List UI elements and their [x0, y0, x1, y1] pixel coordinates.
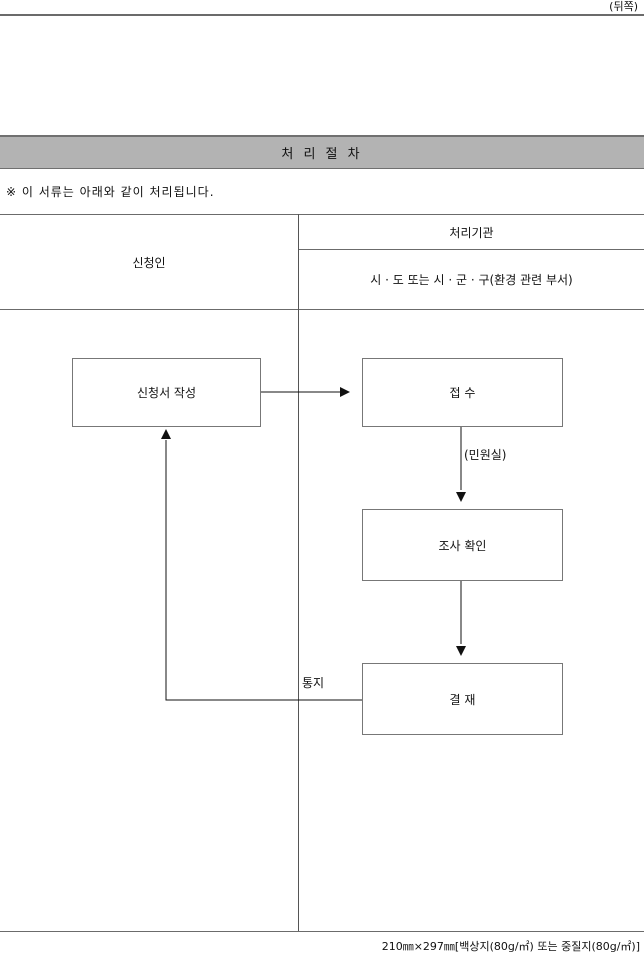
- notify-label: 통지: [302, 676, 325, 690]
- arrow-notify-to-applicant: [165, 440, 362, 701]
- step-receipt-label: 접 수: [449, 386, 476, 400]
- step-review-box: 조사 확인: [362, 509, 563, 581]
- org-header-divider: [298, 249, 644, 250]
- paper-spec-footer: 210㎜×297㎜[백상지(80g/㎡) 또는 중질지(80g/㎡)]: [381, 940, 640, 953]
- step-review-label: 조사 확인: [438, 538, 487, 553]
- table-header-bottom-line: [0, 309, 644, 310]
- step-application-box: 신청서 작성: [72, 358, 261, 427]
- processing-org-detail: 시 · 도 또는 시 · 군 · 구(환경 관련 부서): [370, 273, 573, 287]
- step-receipt-box: 접 수: [362, 358, 563, 427]
- table-bottom-line: [0, 931, 644, 932]
- step-approval-label: 결 재: [449, 692, 476, 707]
- arrowhead-to-application: [161, 429, 171, 439]
- arrowhead-to-receipt: [340, 387, 350, 397]
- column-divider: [298, 214, 299, 931]
- step-approval-box: 결 재: [362, 663, 563, 735]
- section-title-bar: 처 리 절 차: [0, 135, 644, 169]
- processing-org-header: 처리기관: [449, 225, 494, 240]
- applicant-column-header: 신청인: [132, 255, 166, 270]
- arrowhead-to-review: [456, 492, 466, 502]
- processing-note: ※ 이 서류는 아래와 같이 처리됩니다.: [6, 185, 215, 199]
- receipt-location-label: (민원실): [464, 448, 507, 462]
- table-top-line: [0, 214, 644, 215]
- step-application-label: 신청서 작성: [136, 386, 196, 400]
- back-side-label: (뒤쪽): [609, 0, 638, 13]
- top-rule: [0, 14, 644, 16]
- arrowhead-to-approval: [456, 646, 466, 656]
- section-title: 처 리 절 차: [281, 147, 363, 162]
